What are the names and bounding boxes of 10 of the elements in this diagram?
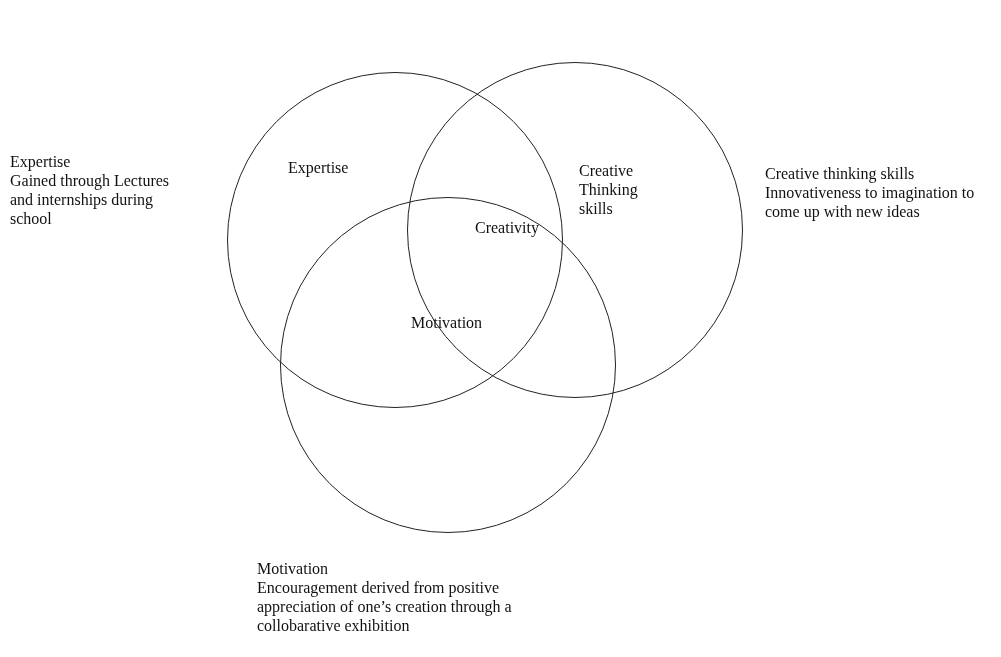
heading-text: Expertise bbox=[10, 152, 72, 171]
heading-text: Creative thinking skills bbox=[765, 164, 916, 183]
heading-text: Motivation bbox=[257, 559, 330, 578]
description-text: Gained through Lectures and internships during school bbox=[10, 171, 171, 228]
circle-label: Motivation bbox=[411, 313, 484, 332]
description-text: Encouragement derived from positive appreciation of one’s creation through a collobarative exhibition bbox=[257, 578, 513, 635]
circle-label: Creative Thinking skills bbox=[579, 161, 639, 218]
circle-label: Expertise bbox=[288, 158, 350, 177]
center-label: Creativity bbox=[475, 218, 540, 237]
description-text: Innovativeness to imagination to come up with new ideas bbox=[765, 183, 976, 221]
